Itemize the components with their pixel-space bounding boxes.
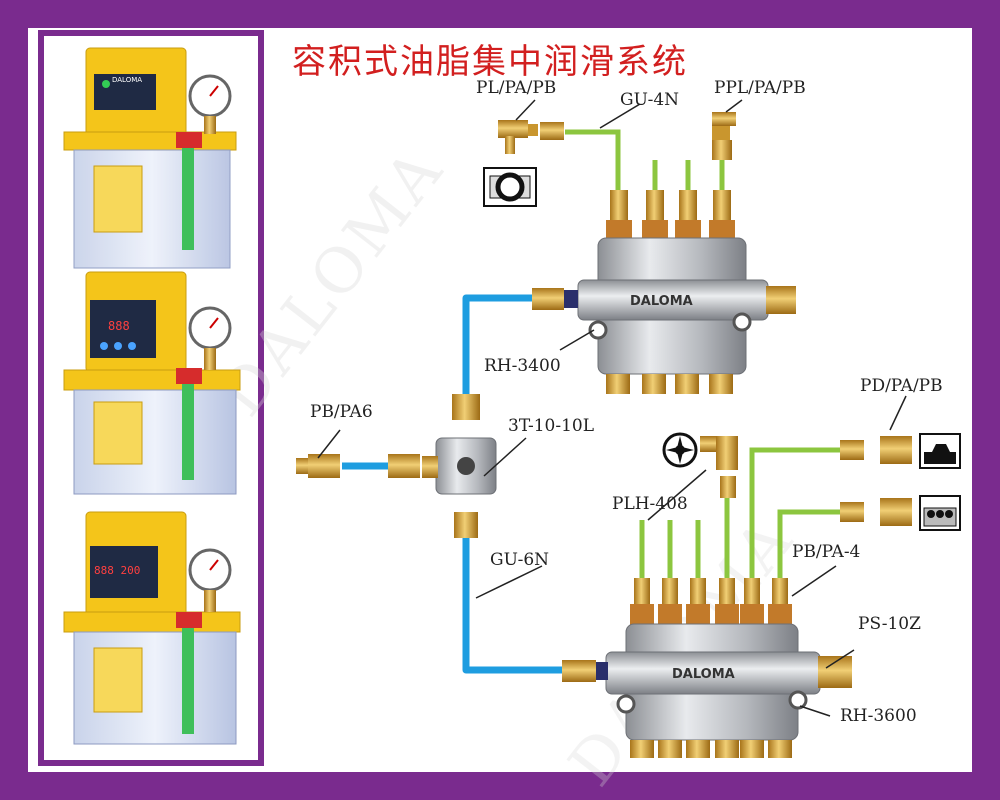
- upper-distributor-brand: DALOMA: [630, 294, 693, 309]
- lower-distributor: DALOMA: [562, 578, 852, 758]
- o-ring-seal-icon: [483, 167, 537, 207]
- slot-bearing-icon: [919, 433, 961, 469]
- pump-2: 888: [63, 271, 241, 495]
- upper-outlet-nipples: [606, 190, 735, 240]
- lower-outlet-nipples: [630, 578, 792, 626]
- fan-sensor-icon: [662, 432, 698, 468]
- 3t-tee-fitting: [422, 394, 497, 538]
- pump-1-brand: DALOMA: [112, 76, 142, 84]
- pump-2-display: 888: [108, 319, 130, 333]
- label-ppl-pa-pb: PPL/PA/PB: [714, 78, 806, 98]
- blue-tubes: [342, 294, 562, 674]
- label-pb-pa-4: PB/PA-4: [792, 542, 861, 562]
- label-pl-pa-pb: PL/PA/PB: [476, 78, 557, 98]
- label-gu-6n: GU-6N: [490, 550, 550, 570]
- pb-pa6-fittings: [296, 454, 420, 478]
- pump-3: 888 200: [63, 511, 241, 745]
- leader-lines: [317, 99, 907, 717]
- label-rh-3400: RH-3400: [484, 356, 561, 376]
- green-tubes-upper: [565, 129, 725, 190]
- plh-408-fitting: [700, 436, 738, 498]
- label-gu-4n: GU-4N: [620, 90, 680, 110]
- green-tubes-lower: [639, 447, 840, 578]
- lower-distributor-brand: DALOMA: [672, 667, 735, 682]
- label-rh-3600: RH-3600: [840, 706, 917, 726]
- pl-elbow-fitting: [498, 120, 564, 154]
- label-3t-10-10l: 3T-10-10L: [508, 416, 595, 436]
- page-title: 容积式油脂集中润滑系统: [292, 42, 688, 82]
- rh-3400-inlet-fitting: [532, 288, 578, 310]
- label-ps-10z: PS-10Z: [858, 614, 921, 634]
- roller-bearing-icon: [919, 495, 961, 531]
- upper-distributor: DALOMA: [577, 190, 796, 394]
- ppl-fitting: [712, 112, 736, 160]
- label-plh-408: PLH-408: [612, 494, 688, 514]
- label-pb-pa6: PB/PA6: [310, 402, 373, 422]
- label-pd-pa-pb: PD/PA/PB: [860, 376, 943, 396]
- pd-pa-pb-fittings: [840, 436, 912, 526]
- pump-3-display: 888 200: [94, 564, 140, 577]
- pump-1: DALOMA: [63, 47, 237, 269]
- watermark-upper: DALOMA: [204, 133, 458, 429]
